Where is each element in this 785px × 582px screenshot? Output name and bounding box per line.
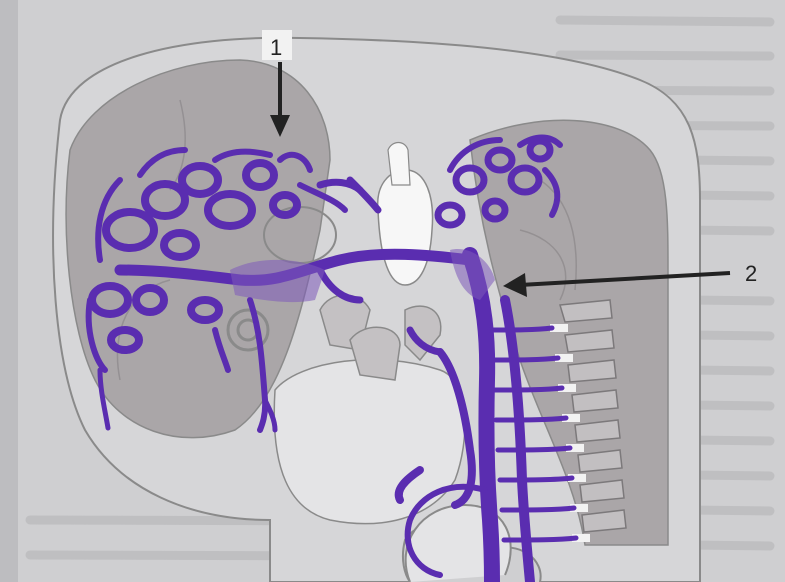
pericardial-region [274,360,465,524]
page-edge-shadow [0,0,18,582]
notochord-white [388,143,410,186]
label-1: 1 [270,35,282,60]
label-2: 2 [745,261,757,286]
